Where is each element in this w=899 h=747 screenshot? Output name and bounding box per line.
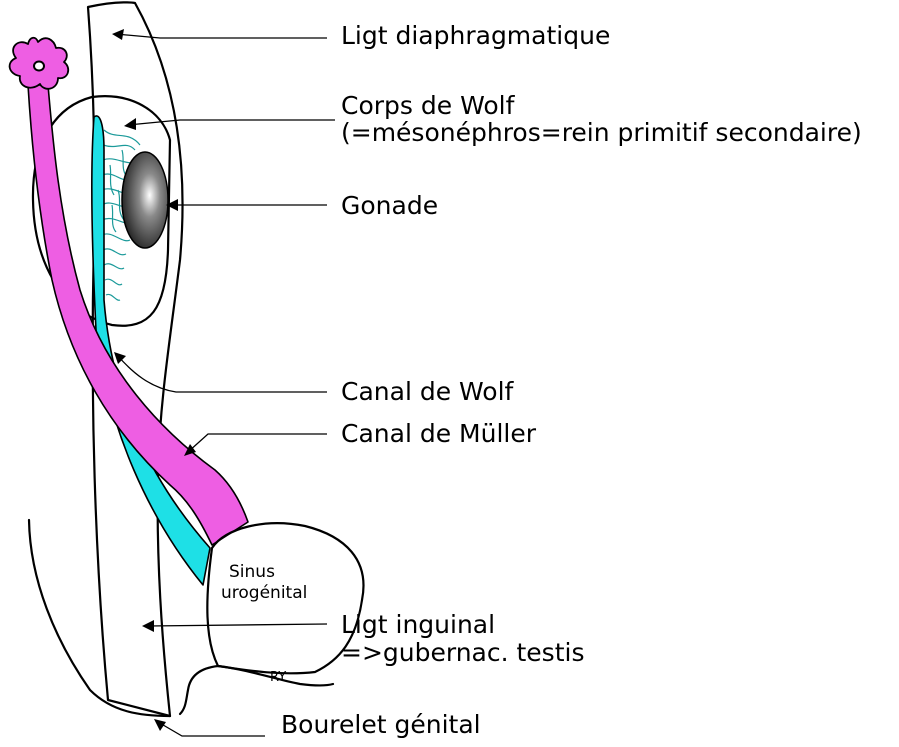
label-ligament-diaphragmatique: Ligt diaphragmatique [341, 21, 610, 50]
body-wall-lower [180, 666, 218, 714]
label-ry-mark: RY [270, 670, 286, 685]
label-ligament-inguinal-note: =>gubernac. testis [341, 638, 584, 667]
label-sinus-line2: urogénital [221, 583, 307, 603]
muller-ostium [34, 62, 44, 71]
label-corps-de-wolf: Corps de Wolf [341, 91, 516, 120]
leader-lines [116, 34, 335, 736]
label-gonade: Gonade [341, 191, 438, 220]
label-bourrelet-genital: Bourelet génital [281, 710, 481, 739]
gonad [122, 152, 168, 248]
label-canal-de-wolf: Canal de Wolf [341, 377, 515, 406]
label-canal-de-muller: Canal de Müller [341, 419, 537, 448]
label-ligament-inguinal: Ligt inguinal [341, 610, 495, 639]
bourrelet-genital-contour [29, 520, 170, 716]
label-corps-de-wolf-note: (=mésonéphros=rein primitif secondaire) [341, 118, 862, 147]
label-sinus-line1: Sinus [229, 562, 275, 582]
